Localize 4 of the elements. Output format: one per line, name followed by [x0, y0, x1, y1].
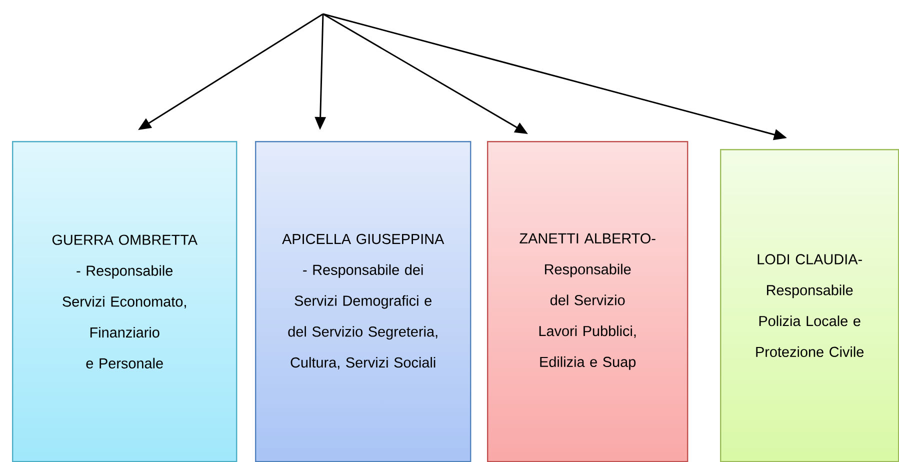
staff-box: GUERRA OMBRETTA - Responsabile Servizi Economato, Finanziario e Personale — [12, 141, 238, 462]
staff-box: ZANETTI ALBERTO- Responsabile del Servizio Lavori Pubblici, Edilizia e Suap — [487, 141, 688, 462]
staff-box: LODI CLAUDIA- Responsabile Polizia Locale e Protezione Civile — [720, 149, 899, 462]
staff-box: APICELLA GIUSEPPINA - Responsabile dei Servizi Demografici e del Servizio Segreteria, Cultura, Servizi Sociali — [255, 141, 472, 462]
